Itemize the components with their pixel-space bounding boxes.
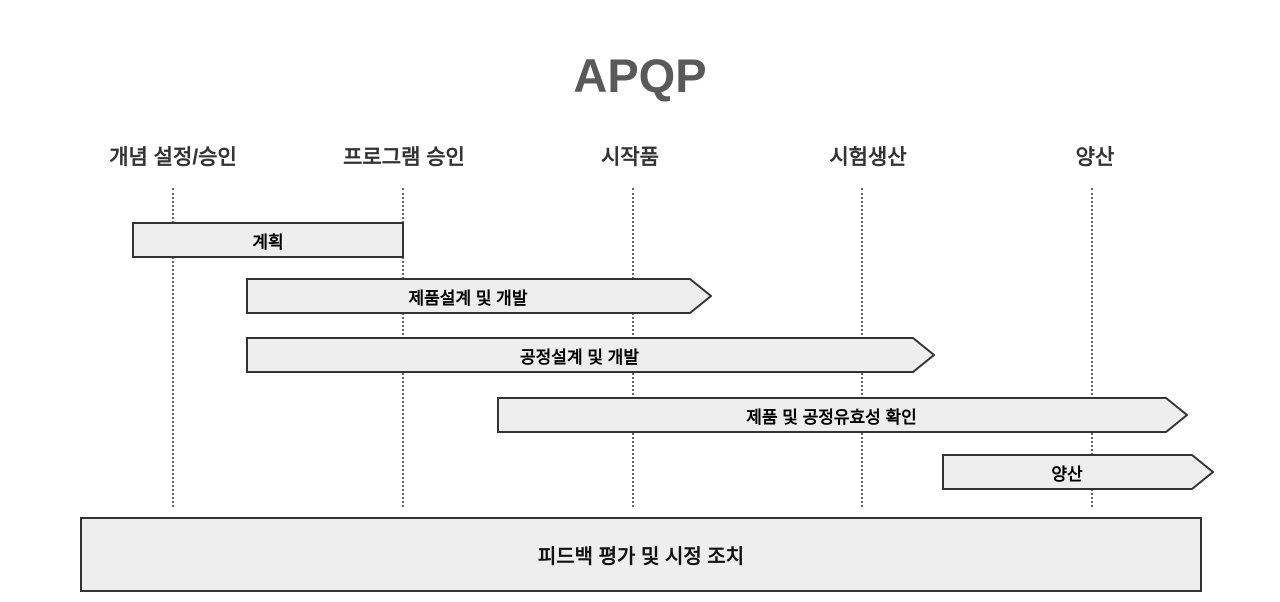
milestone-program-approval: 프로그램 승인 bbox=[343, 146, 465, 169]
phase-bar-plan-label: 계획 bbox=[252, 232, 284, 252]
phase-bar-plan: 계획 bbox=[132, 222, 404, 258]
phase-bar-product-design: 제품설계 및 개발 bbox=[246, 278, 712, 314]
feedback-band-label: 피드백 평가 및 시정 조치 bbox=[537, 546, 745, 568]
phase-bar-validation: 제품 및 공정유효성 확인 bbox=[497, 397, 1188, 433]
arrow-shape bbox=[246, 337, 935, 373]
phase-bar-process-design: 공정설계 및 개발 bbox=[246, 337, 935, 373]
feedback-band: 피드백 평가 및 시정 조치 bbox=[80, 517, 1202, 592]
milestone-gridline-5 bbox=[1091, 188, 1093, 507]
milestone-concept-approval: 개념 설정/승인 bbox=[109, 146, 237, 169]
milestone-mass-production: 양산 bbox=[1075, 146, 1115, 169]
phase-bar-product-design-label: 제품설계 및 개발 bbox=[408, 288, 528, 308]
milestone-trial-production: 시험생산 bbox=[829, 146, 907, 169]
phase-bar-mass-production-label: 양산 bbox=[1051, 464, 1083, 484]
arrow-shape bbox=[942, 454, 1214, 490]
milestone-prototype: 시작품 bbox=[601, 146, 659, 169]
phase-bar-process-design-label: 공정설계 및 개발 bbox=[520, 347, 639, 367]
phase-bar-validation-label: 제품 및 공정유효성 확인 bbox=[746, 407, 917, 427]
arrow-shape bbox=[246, 278, 712, 314]
milestone-gridline-1 bbox=[172, 188, 174, 507]
diagram-title: APQP bbox=[573, 49, 707, 102]
phase-bar-mass-production: 양산 bbox=[942, 454, 1214, 490]
arrow-shape bbox=[497, 397, 1188, 433]
